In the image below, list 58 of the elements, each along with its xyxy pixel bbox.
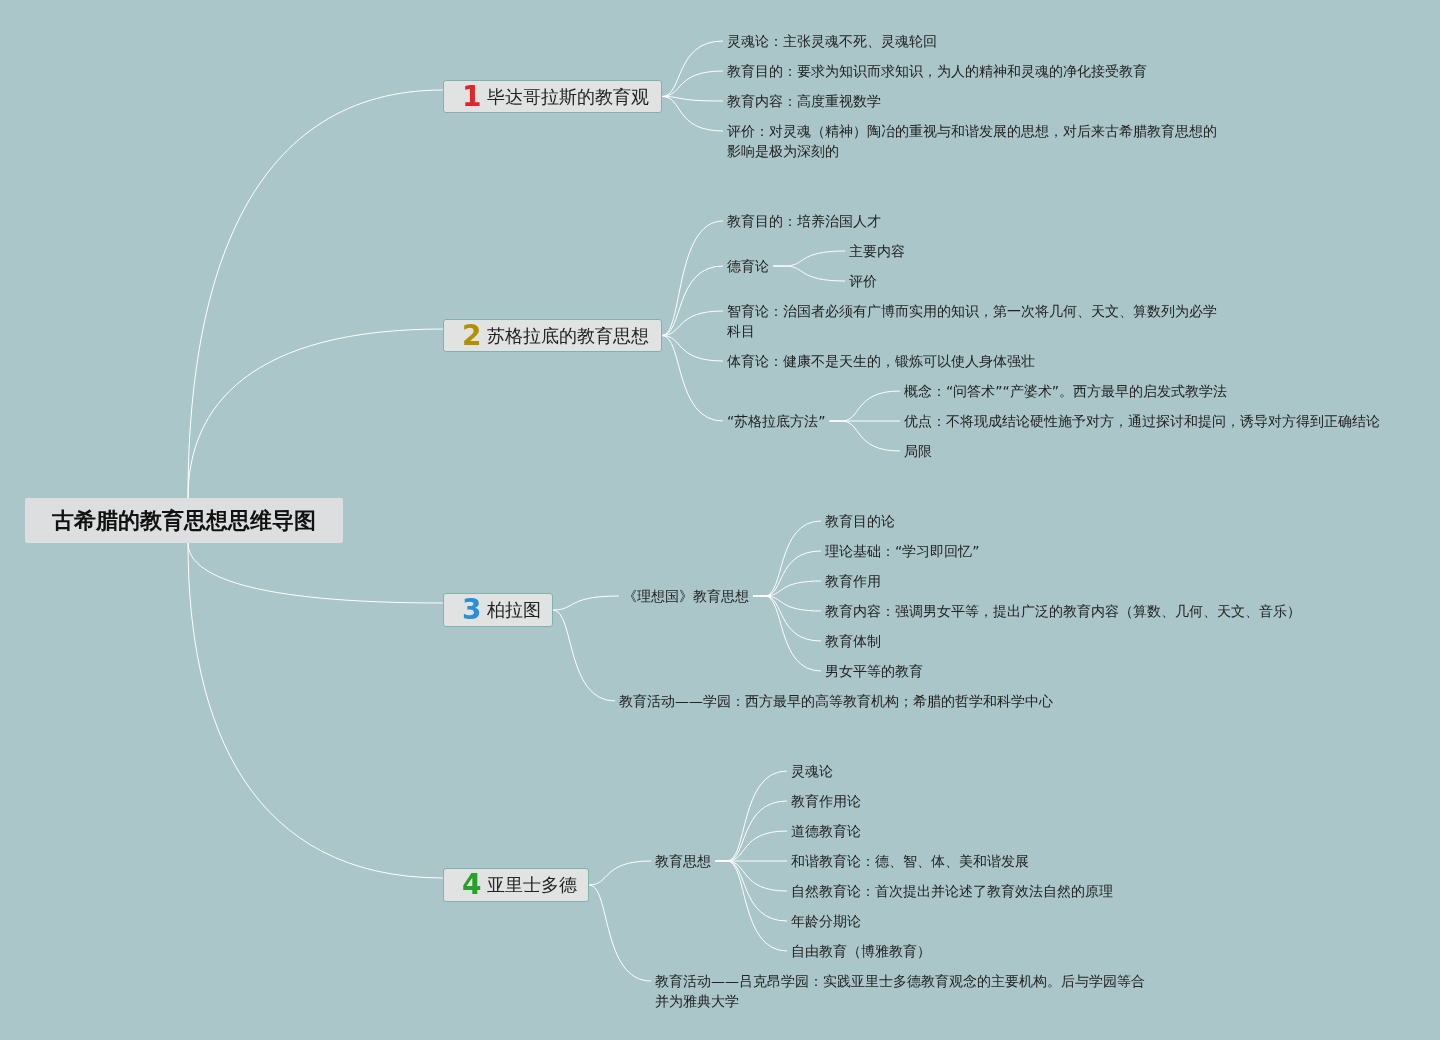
- branch-line: [829, 420, 901, 452]
- topic-number: 3: [462, 596, 482, 624]
- branch-line: [661, 96, 724, 132]
- central-topic-box: 古希腊的教育思想思维导图: [25, 498, 343, 543]
- subtopic-text: 年龄分期论: [787, 911, 865, 931]
- subtopic-text: 体育论：健康不是天生的，锻炼可以使人身体强壮: [723, 351, 1039, 371]
- topic-title: 亚里士多德: [487, 873, 578, 897]
- branch-line: [661, 220, 724, 336]
- subtopic-text: 《理想国》教育思想: [619, 586, 753, 606]
- branch-line: [187, 328, 444, 499]
- topic-title: 柏拉图: [487, 598, 542, 622]
- topic-box: [443, 868, 589, 902]
- subtopic-text: 教育活动——吕克昂学园：实践亚里士多德教育观念的主要机构。后与学园等合并为雅典大学: [651, 971, 1155, 1011]
- topic-box: [443, 80, 662, 113]
- subtopic-text: 教育作用论: [787, 791, 865, 811]
- branch-line: [588, 884, 652, 982]
- subtopic-text: 灵魂论: [787, 761, 837, 781]
- branch-line: [772, 265, 846, 282]
- subtopic-text: 道德教育论: [787, 821, 865, 841]
- subtopic-text: 主要内容: [845, 241, 909, 261]
- branch-line: [552, 595, 620, 611]
- branch-line: [661, 265, 724, 336]
- subtopic-text: 灵魂论：主张灵魂不死、灵魂轮回: [723, 31, 941, 51]
- branch-line: [588, 860, 652, 886]
- subtopic-text: 男女平等的教育: [821, 661, 927, 681]
- subtopic-text: 教育目的论: [821, 511, 899, 531]
- subtopic-text: 优点：不将现成结论硬性施予对方，通过探讨和提问，诱导对方得到正确结论: [900, 411, 1384, 431]
- branch-line: [714, 860, 788, 952]
- topic-box: [443, 593, 553, 627]
- subtopic-text: 教育目的：培养治国人才: [723, 211, 885, 231]
- subtopic-text: 和谐教育论：德、智、体、美和谐发展: [787, 851, 1033, 871]
- subtopic-text: 教育内容：高度重视数学: [723, 91, 885, 111]
- subtopic-text: 教育作用: [821, 571, 885, 591]
- subtopic-text: 概念：“问答术”“产婆术”。西方最早的启发式教学法: [900, 381, 1231, 401]
- topic-number: 4: [462, 871, 482, 899]
- topic-title: 苏格拉底的教育思想: [487, 323, 650, 348]
- subtopic-text: 理论基础：“学习即回忆”: [821, 541, 984, 561]
- subtopic-text: 教育思想: [651, 851, 715, 871]
- branch-line: [552, 609, 616, 702]
- subtopic-text: 自然教育论：首次提出并论述了教育效法自然的原理: [787, 881, 1117, 901]
- branch-line: [752, 595, 822, 672]
- subtopic-text: 教育内容：强调男女平等，提出广泛的教育内容（算数、几何、天文、音乐）: [821, 601, 1305, 621]
- subtopic-text: 局限: [900, 441, 936, 461]
- topic-title: 毕达哥拉斯的教育观: [487, 84, 650, 109]
- subtopic-text: 智育论：治国者必须有广博而实用的知识，第一次将几何、天文、算数列为必学科目: [723, 301, 1227, 341]
- subtopic-text: 教育活动——学园：西方最早的高等教育机构；希腊的哲学和科学中心: [615, 691, 1057, 711]
- subtopic-text: “苏格拉底方法”: [723, 411, 830, 431]
- subtopic-text: 教育体制: [821, 631, 885, 651]
- topic-box: [443, 319, 662, 352]
- topic-number: 2: [462, 321, 482, 350]
- subtopic-text: 德育论: [723, 256, 773, 276]
- branch-line: [187, 542, 444, 879]
- subtopic-text: 评价：对灵魂（精神）陶冶的重视与和谐发展的思想，对后来古希腊教育思想的影响是极为深刻的: [723, 121, 1227, 161]
- subtopic-text: 评价: [845, 271, 881, 291]
- subtopic-text: 教育目的：要求为知识而求知识，为人的精神和灵魂的净化接受教育: [723, 61, 1151, 81]
- subtopic-text: 自由教育（博雅教育）: [787, 941, 935, 961]
- branch-line: [661, 335, 724, 422]
- topic-number: 1: [462, 82, 482, 111]
